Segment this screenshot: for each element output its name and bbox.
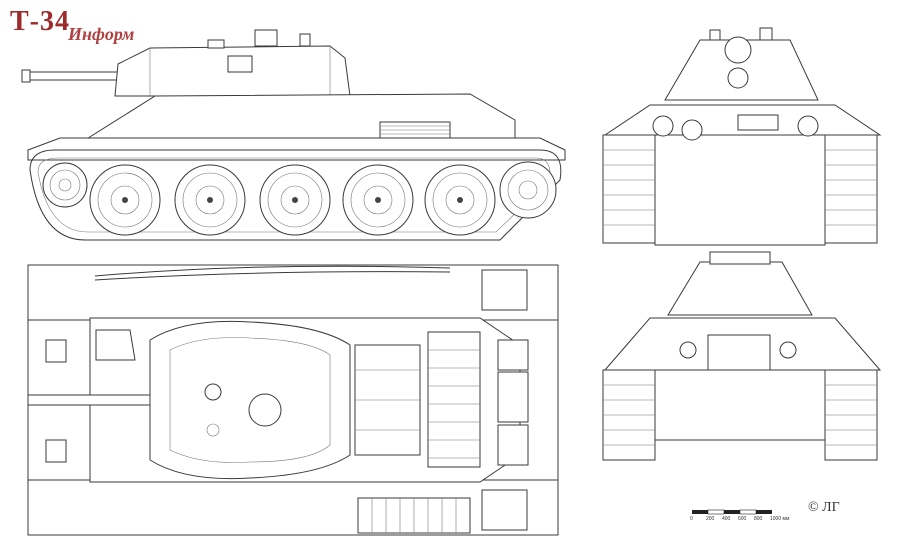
rear-view — [602, 251, 882, 461]
turret-hatch-top — [248, 393, 282, 427]
scale-tick-0: 0 — [690, 516, 693, 522]
headlight-right — [45, 439, 67, 463]
author-signature: © ЛГ — [808, 500, 840, 515]
turret-vision-block — [207, 39, 225, 49]
gun-barrel-top — [27, 394, 151, 406]
mg-ball-front — [681, 119, 703, 141]
scale-tick-800: 800 — [754, 516, 763, 522]
side-view — [21, 29, 566, 241]
rear-transmission-hatch — [707, 334, 771, 371]
gun-muzzle — [21, 69, 31, 83]
rear-hatch-1 — [497, 339, 529, 371]
gun-barrel — [25, 71, 119, 81]
headlight-front-left — [652, 115, 674, 137]
scale-tick-1000: 1000 мм — [770, 516, 790, 522]
hull-front — [654, 134, 826, 246]
scale-tick-400: 400 — [722, 516, 731, 522]
turret-rear-top — [709, 251, 771, 265]
logo-title: Т-34 — [10, 6, 70, 37]
gun-bore-front — [727, 67, 749, 89]
road-wheels — [89, 164, 496, 236]
periscope-top — [204, 383, 222, 401]
front-view — [602, 27, 882, 246]
rear-box-top — [481, 269, 528, 311]
turret-top — [149, 320, 351, 480]
driver-hatch — [95, 329, 136, 361]
turret-periscope — [227, 55, 253, 73]
scale-bar — [692, 509, 772, 515]
track-front-right — [824, 134, 878, 244]
drive-sprocket — [499, 161, 557, 219]
exhaust-right — [779, 341, 797, 359]
rear-hatch-2 — [497, 371, 529, 423]
scale-labels: 0 200 400 600 800 1000 мм — [690, 505, 800, 525]
headlight-front-right — [797, 115, 819, 137]
hull-rear — [654, 369, 826, 441]
rear-box-bottom — [481, 489, 528, 531]
top-view — [27, 264, 559, 536]
scale-tick-200: 200 — [706, 516, 715, 522]
gun-mantlet-front — [724, 36, 752, 64]
track-front-left — [602, 134, 656, 244]
driver-hatch-front — [737, 114, 779, 131]
idler-wheel — [42, 162, 88, 208]
scale-tick-600: 600 — [738, 516, 747, 522]
turret-hatch — [254, 29, 278, 47]
logo-subtitle: Информ — [68, 24, 135, 44]
exhaust-left — [679, 341, 697, 359]
turret-vent — [299, 33, 311, 47]
engine-grille — [427, 331, 481, 468]
turret-rear — [667, 261, 813, 316]
fender-side — [27, 137, 566, 161]
tow-cable-top — [94, 265, 451, 277]
track-side — [29, 149, 562, 241]
rear-hatch-3 — [497, 424, 529, 466]
headlight-left — [45, 339, 67, 363]
